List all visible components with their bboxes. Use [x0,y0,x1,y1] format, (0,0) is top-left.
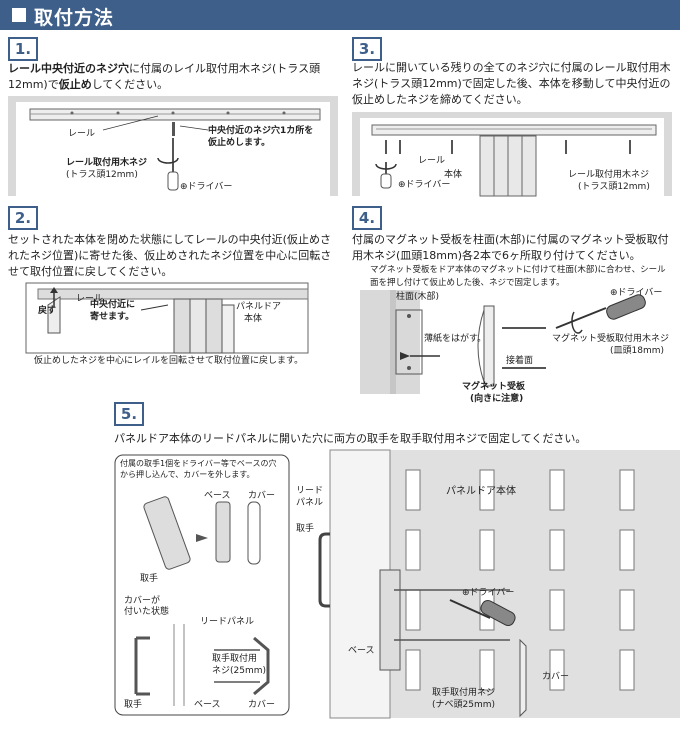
step-5-inset-base: ベース [204,491,231,501]
step-5-inset-screw-1: 取手取付用 [212,654,258,664]
step-4-note: マグネット受板をドア本体のマグネットに付けて柱面(木部)に合わせ、シール面を押し… [370,265,666,288]
step-4-illustration [360,290,646,394]
step-5-handle-label: 取手 [296,524,315,534]
step-5-inset-cover-bottom: カバー [248,700,276,710]
step-3-driver-label: ⊕ドライバー [398,180,451,190]
step-5-lead-label-2: パネル [296,498,324,508]
step-5-inset-handle: 取手 [140,574,159,584]
step-2-illustration [25,282,309,354]
step-5-text: パネルドア本体のリードパネルに開いた穴に両方の取手を取手取付用ネジで固定してくだ… [114,432,587,445]
step-4-peel-label: 薄紙をはがす。 [424,334,487,344]
step-5-cover-label: カバー [542,672,570,682]
step-2-door-label-2: 本体 [244,314,263,324]
step-3-screw-label-1: レール取付用木ネジ [568,170,650,180]
step-5-inset-attached-2: 付いた状態 [124,607,170,617]
header-square-icon [12,8,26,22]
step-5-inset-base-bottom: ベース [194,700,221,710]
step-5-badge: 5. [114,402,144,426]
step-3-body-label: 本体 [444,170,463,180]
step-2-door-label-1: パネルドア [236,302,282,312]
step-4-badge: 4. [352,206,382,230]
step-3-text: レールに開いている残りの全てのネジ穴に付属のレール取付用木ネジ(トラス頭12mm… [352,61,671,106]
step-4-screw-label-1: マグネット受板取付用木ネジ [552,334,670,344]
step-5-lead-label-1: リード [296,486,324,496]
step-5-inset-box [114,454,290,716]
step-5-base-label: ベース [348,646,375,656]
step-1-illustration [8,96,338,196]
step-4-text: 付属のマグネット受板を柱面(木部)に付属のマグネット受板取付用木ネジ(皿頭18m… [352,233,669,262]
step-4-plate-label-1: マグネット受板 [462,382,526,392]
step-5-inset-handle-bottom: 取手 [124,700,143,710]
step-4-contact-label: 接着面 [506,356,534,366]
step-1-badge: 1. [8,37,38,61]
step-1-callout-2: 仮止めします。 [208,138,271,148]
step-1-screw-label-2: (トラス頭12mm) [66,170,138,180]
step-4-driver-label: ⊕ドライバー [610,288,663,298]
step-3-illustration [352,112,672,197]
step-1-rail-label: レール [68,129,96,139]
step-4-screw-label-2: (皿頭18mm) [610,346,665,356]
step-5-inset-screw-2: ネジ(25mm) [212,666,267,676]
step-2-callout-1: 中央付近に [90,300,136,310]
step-5-screw-label-2: (ナベ頭25mm) [432,700,496,710]
step-3-rail-label: レール [418,156,446,166]
step-5-screw-label-1: 取手取付用ネジ [432,688,496,698]
page-title: 取付方法 [34,7,115,29]
page-header [0,0,680,30]
step-1-driver-label: ⊕ドライバー [180,182,233,192]
step-5-door-illustration [318,449,680,719]
step-2-badge: 2. [8,206,38,230]
step-3-screw-label-2: (トラス頭12mm) [578,182,650,192]
step-5-door-body-label: パネルドア本体 [446,486,516,497]
step-5-inset-attached-1: カバーが [124,596,161,606]
step-2-caption: 仮止めしたネジを中心にレイルを回転させて取付位置に戻します。 [34,356,304,366]
step-2-return-label: 戻す [38,306,57,316]
step-4-pillar-label: 柱面(木部) [396,292,440,302]
step-2-rail-label: レール [76,294,104,304]
step-1-text: レール中央付近のネジ穴に付属のレイル取付用木ネジ(トラス頭12mm)で仮止めして… [8,62,321,91]
step-2-callout-2: 寄せます。 [90,312,135,322]
step-1-callout-1: 中央付近のネジ穴1カ所を [208,126,314,136]
step-5-inset-note: 付属の取手1個をドライバー等でベースの穴から押し込んで、カバーを外します。 [120,459,277,479]
step-4-plate-label-2: (向きに注意) [470,394,524,404]
step-3-badge: 3. [352,37,382,61]
step-2-text: セットされた本体を閉めた状態にしてレールの中央付近(仮止めされたネジ位置)に寄せ… [8,233,332,278]
step-5-inset-lead-panel: リードパネル [200,617,255,627]
step-5-driver-label: ⊕ドライバー [462,588,515,598]
step-1-screw-label-1: レール取付用木ネジ [66,158,148,168]
step-5-inset-cover: カバー [248,491,276,501]
